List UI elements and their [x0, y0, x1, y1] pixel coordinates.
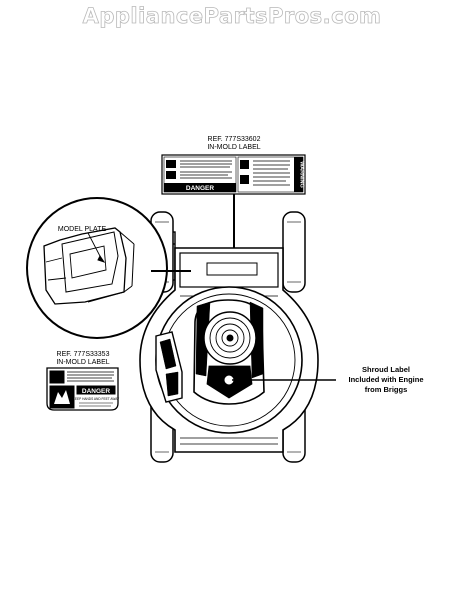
- pull-start-housing: [195, 301, 211, 377]
- top-danger-word: DANGER: [186, 185, 214, 192]
- left-label-type: IN-MOLD LABEL: [56, 359, 110, 366]
- model-plate-detail: [26, 197, 191, 339]
- hazard-icon: [166, 171, 176, 179]
- hazard-icon: [240, 175, 249, 184]
- engine: [193, 299, 265, 405]
- top-warning-band: [294, 157, 303, 192]
- top-label-ref: REF. 777S33602: [207, 136, 261, 143]
- hazard-icon: [166, 160, 176, 168]
- hazard-icon: [49, 370, 65, 384]
- shroud-label-line2: Included with Engine: [348, 375, 424, 384]
- danger-subtext: KEEP HANDS AND FEET AWAY: [73, 397, 120, 401]
- hazard-icon: [240, 160, 249, 169]
- danger-word: DANGER: [82, 388, 110, 395]
- shroud-label-line3: from Briggs: [364, 385, 408, 394]
- danger-band: [76, 385, 116, 395]
- model-plate-label: MODEL PLATE: [57, 226, 107, 233]
- top-warning-word: WARNING: [299, 161, 305, 188]
- left-label-ref: REF. 777S33353: [56, 351, 110, 358]
- top-label-type: IN-MOLD LABEL: [207, 144, 261, 151]
- side-discharge-door: [155, 331, 183, 403]
- hand-blade-icon: [49, 385, 75, 409]
- model-plate-pointer: [87, 232, 103, 261]
- shroud-label-line1: Shroud Label: [362, 365, 410, 374]
- site-watermark: AppliancePartsPros.com: [82, 4, 382, 29]
- top-in-mold-label-decal: DANGER WARNING: [161, 154, 306, 195]
- top-danger-band: [164, 183, 236, 192]
- left-danger-decal: DANGER KEEP HANDS AND FEET AWAY: [46, 367, 120, 411]
